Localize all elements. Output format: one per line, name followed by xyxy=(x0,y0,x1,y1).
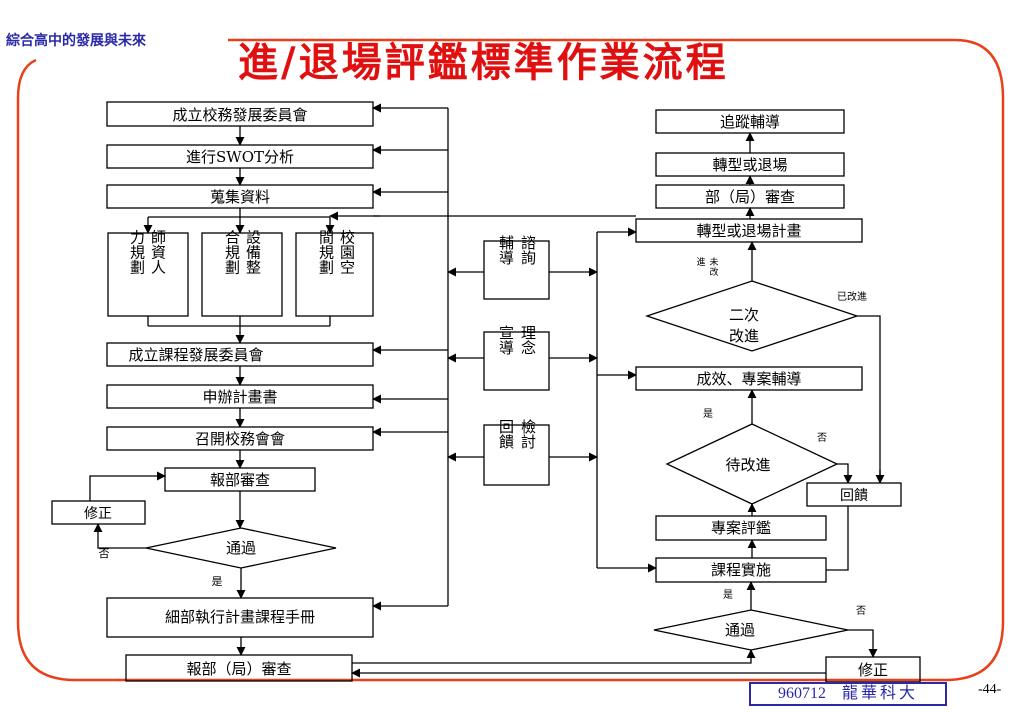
right-yes-label-1: 是 xyxy=(703,408,713,420)
step-revise-right-label: 修正 xyxy=(858,661,888,679)
step-track-label: 追蹤輔導 xyxy=(720,113,780,131)
step-evaluation-box xyxy=(655,515,827,541)
step-collect-label: 蒐集資料 xyxy=(210,188,270,206)
decision-pass-left-label: 通過 xyxy=(226,539,256,557)
footer-code: 960712 xyxy=(777,685,826,702)
step-hr-box xyxy=(107,232,189,317)
step-feedback-box xyxy=(806,482,902,507)
step-submit-label: 報部審查 xyxy=(210,471,270,489)
step-revise-label: 修正 xyxy=(84,506,112,522)
promote-2: 理念 xyxy=(519,325,537,355)
decision-second-label-1: 二次 xyxy=(729,306,759,324)
step-transform-label: 轉型或退場 xyxy=(712,156,787,174)
slide-tagline: 綜合高中的發展與未來 xyxy=(6,33,146,49)
step-evaluation-label: 專案評鑑 xyxy=(711,519,771,537)
page-title: 進/退場評鑑標準作業流程 xyxy=(238,39,729,86)
right-yes-label-2: 是 xyxy=(723,589,733,601)
promote-box xyxy=(483,331,550,391)
not-improved-1: 進 xyxy=(696,256,705,268)
space-col-1: 間規劃 xyxy=(317,230,335,275)
step-exit-plan-label: 轉型或退場計畫 xyxy=(696,222,801,240)
left-yes-label: 是 xyxy=(212,575,223,588)
step-meeting-label: 召開校務會會 xyxy=(195,430,285,448)
step-feedback-label: 回饋 xyxy=(840,487,868,504)
step-ministry-label: 部（局）審查 xyxy=(705,188,795,206)
improved-label: 已改進 xyxy=(837,290,867,303)
hr-col-1: 力規劃 xyxy=(128,230,146,275)
step-space-box xyxy=(295,232,374,317)
left-no-label: 否 xyxy=(99,547,110,560)
review-1: 回饋 xyxy=(497,419,515,449)
slide-frame xyxy=(16,38,1005,682)
equip-col-1: 合規劃 xyxy=(223,230,241,275)
not-improved-2: 未 xyxy=(709,256,718,268)
hr-col-2: 師資人 xyxy=(149,230,167,275)
equip-col-2: 設備整 xyxy=(244,230,262,275)
space-col-2: 校園空 xyxy=(338,230,356,275)
consult-box xyxy=(483,240,550,300)
decision-pass-right-label: 通過 xyxy=(725,621,755,639)
not-improved-3: 改 xyxy=(709,266,718,278)
step-committee-label: 成立校務發展委員會 xyxy=(172,106,307,124)
review-2: 檢討 xyxy=(519,419,537,449)
decision-second xyxy=(644,280,860,352)
step-equip-box xyxy=(201,232,283,317)
right-no-label-1: 否 xyxy=(817,432,827,444)
decision-pending-label: 待改進 xyxy=(725,456,770,474)
page-number: -44- xyxy=(978,682,1002,697)
step-manual-label: 細部執行計畫課程手冊 xyxy=(165,608,315,626)
consult-2: 諮詢 xyxy=(519,235,537,266)
step-outcome-label: 成效、專案輔導 xyxy=(696,370,801,388)
step-curriculum-label: 成立課程發展委員會 xyxy=(128,346,263,364)
step-swot-label: 進行SWOT分析 xyxy=(186,148,294,166)
right-no-label-2: 否 xyxy=(856,605,866,617)
consult-1: 輔導 xyxy=(497,235,515,265)
review-box xyxy=(483,424,550,486)
step-submit-final-label: 報部（局）審查 xyxy=(186,660,291,678)
footer-badge: 960712 龍華科大 xyxy=(749,682,947,706)
decision-second-label-2: 改進 xyxy=(729,327,759,345)
footer-school: 龍華科大 xyxy=(841,685,918,702)
promote-1: 宣導 xyxy=(497,325,515,355)
step-apply-plan-label: 申辦計畫書 xyxy=(202,388,277,406)
step-implement-label: 課程實施 xyxy=(711,561,771,579)
